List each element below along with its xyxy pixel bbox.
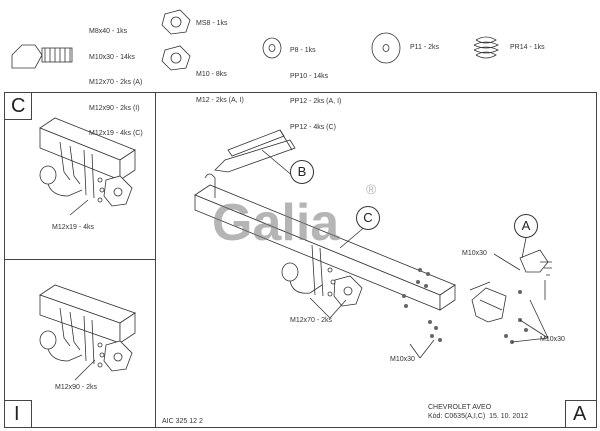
- circle-label-c: C: [356, 206, 380, 230]
- panel-c-letter: C: [11, 95, 26, 117]
- ms8-label: MS8 - 1ks: [196, 20, 228, 27]
- bolt-m12x90: M12x90 - 2ks (I): [89, 104, 140, 112]
- nut-m10: M10 - 8ks: [196, 71, 227, 78]
- callout-m10x30-top: M10x30: [462, 250, 487, 257]
- p11-washer-icon: [371, 32, 401, 64]
- nuts-list: M10 - 8ks M12 - 2ks (A, I): [196, 54, 244, 114]
- footer-code: AIC 325 12 2: [162, 418, 203, 425]
- panel-i-letter-box: [4, 400, 32, 428]
- washer-pp10: PP10 - 14ks: [290, 72, 329, 80]
- p8-washer-icon: [262, 37, 282, 59]
- panel-a-letter: A: [573, 403, 587, 425]
- circle-label-a: A: [514, 214, 538, 238]
- footer-kod: Kód: C0635(A,I,C) 15. 10. 2012: [428, 413, 529, 420]
- washer-p8: P8 - 1ks: [290, 47, 316, 54]
- left-panel-i: [4, 259, 156, 428]
- bolt-m10x30: M10x30 - 14ks: [89, 53, 135, 61]
- galia-logo: Galia ®: [212, 181, 377, 252]
- nut-m12: M12 - 2ks (A, I): [196, 96, 244, 104]
- washer-pp12-c: PP12 - 4ks (C): [290, 123, 336, 131]
- bolt-m12x70: M12x70 - 2ks (A): [89, 79, 143, 86]
- pr14-label: PR14 - 1ks: [510, 44, 545, 51]
- panel-a-letter-box: [565, 400, 597, 428]
- footer-model: CHEVROLET AVEO: [428, 404, 492, 411]
- panel-c-assembly: [39, 117, 136, 216]
- callout-i-panel: M12x90 - 2ks: [55, 384, 98, 391]
- bolt-icon: [11, 44, 73, 69]
- washers-list: P8 - 1ks PP10 - 14ks PP12 - 2ks (A, I) P…: [290, 30, 341, 141]
- p11-label: P11 - 2ks: [410, 44, 440, 51]
- pr14-spring-washer-icon: [473, 36, 499, 59]
- bolts-list: M8x40 - 1ks M10x30 - 14ks M12x70 - 2ks (…: [89, 11, 143, 147]
- bolt-m8x40: M8x40 - 1ks: [89, 28, 128, 35]
- m10-nut-icon: [161, 45, 191, 71]
- callout-m10x30-right: M10x30: [540, 336, 565, 343]
- circle-label-b: B: [290, 160, 314, 184]
- ms8-nut-icon: [161, 9, 191, 35]
- bolt-m12x19: M12x19 - 4ks (C): [89, 130, 143, 137]
- logo-text: Galia: [212, 194, 340, 252]
- callout-m12x70: M12x70 - 2ks: [290, 317, 333, 324]
- panel-c-letter-box: [4, 92, 32, 120]
- panel-i-letter: I: [14, 403, 20, 425]
- washer-pp12-ai: PP12 - 2ks (A, I): [290, 98, 342, 105]
- panel-i-assembly: [39, 284, 136, 381]
- logo-registered: ®: [366, 181, 377, 197]
- callout-m10x30-bottom: M10x30: [390, 356, 415, 363]
- callout-c-panel: M12x19 - 4ks: [52, 224, 95, 231]
- main-assembly: [194, 129, 552, 359]
